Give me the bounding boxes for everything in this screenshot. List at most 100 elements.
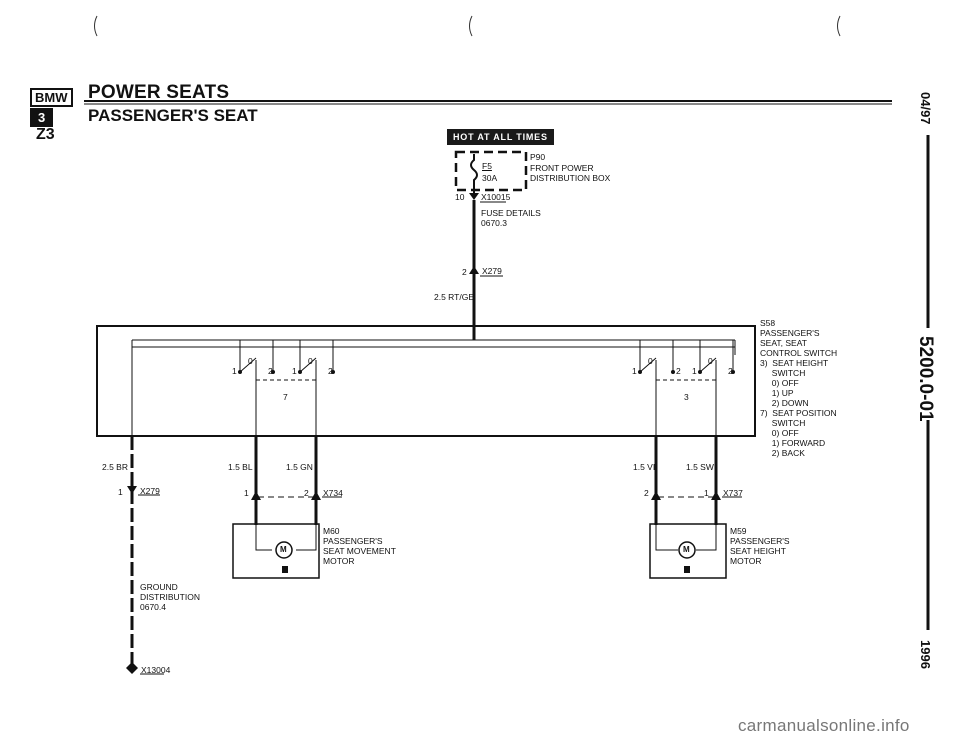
fuse-connector: X10015 [481, 192, 511, 202]
contact-pos-1: 1 [232, 366, 237, 376]
fuse-details-1: FUSE DETAILS [481, 208, 541, 218]
page-subtitle: PASSENGER'S SEAT [88, 106, 258, 125]
ground-distribution-2: DISTRIBUTION [140, 592, 200, 602]
switch-line: 1) FORWARD [760, 438, 826, 448]
motor-m59-id: M59 [730, 526, 747, 536]
switch-line: 3) SEAT HEIGHT [760, 358, 829, 368]
scan-mark [469, 15, 473, 37]
distribution-box-name-2: DISTRIBUTION BOX [530, 173, 611, 183]
motor-m60-ground [282, 566, 288, 573]
fuse-symbol [470, 154, 478, 196]
motor-m59-ground [684, 566, 690, 573]
contact-pos-2: 2 [728, 366, 733, 376]
ground-distribution-1: GROUND [140, 582, 178, 592]
motor-m60-connector: X734 [323, 488, 343, 498]
contact-pos-0: 0 [648, 356, 653, 366]
contact-pos-1: 1 [632, 366, 637, 376]
switch-group-position [238, 340, 335, 436]
bmw-logo: BMW [30, 88, 73, 107]
motor-m60-pin-b: 2 [304, 488, 309, 498]
power-distribution-box [454, 150, 528, 192]
splice-connector: X279 [482, 266, 502, 276]
motor-m59-name-2: SEAT HEIGHT [730, 546, 786, 556]
motor-m60-name-3: MOTOR [323, 556, 355, 566]
connector-x734-pin-1 [251, 491, 261, 500]
motor-m60-name-1: PASSENGER'S [323, 536, 383, 546]
ground-point-connector: X13004 [141, 665, 171, 675]
hot-at-all-times-label: HOT AT ALL TIMES [447, 129, 554, 145]
connector-x737-pin-1 [711, 491, 721, 500]
ground-distribution-3: 0670.4 [140, 602, 166, 612]
wire-label-vi: 1.5 VI [633, 462, 656, 472]
wire-label-sw: 1.5 SW [686, 462, 714, 472]
connector-x279-ground [127, 486, 137, 494]
motor-m59-symbol [678, 541, 696, 559]
ground-wire-label: 2.5 BR [102, 462, 128, 472]
motor-m60-symbol [275, 541, 293, 559]
switch-line: 1) UP [760, 388, 794, 398]
series-badge: 3 [30, 108, 54, 127]
fuse-rating: 30A [482, 173, 498, 183]
contact-pos-2: 2 [676, 366, 681, 376]
splice-pin: 2 [462, 267, 467, 277]
ground-point [126, 662, 138, 674]
connector-x737-pin-2 [651, 491, 661, 500]
distribution-box-name-1: FRONT POWER [530, 163, 594, 173]
contact-pos-0: 0 [248, 356, 253, 366]
switch-id: S58 [760, 318, 776, 328]
motor-m59-name-3: MOTOR [730, 556, 762, 566]
page-year: 1996 [918, 640, 933, 669]
motor-m60-pin-a: 1 [244, 488, 249, 498]
switch-line: SWITCH [760, 418, 806, 428]
motor-m59-symbol-label: M [683, 545, 690, 554]
page-number: 5200.0-01 [915, 336, 936, 422]
motor-m60-symbol-label: M [280, 545, 287, 554]
switch-line: 0) OFF [760, 428, 799, 438]
ground-connector-pin: 1 [118, 487, 123, 497]
wire-label-gn: 1.5 GN [286, 462, 313, 472]
contact-pos-0: 0 [708, 356, 713, 366]
contact-pos-1: 1 [692, 366, 697, 376]
motor-m59-pin-a: 2 [644, 488, 649, 498]
fuse-pin: 10 [455, 192, 465, 202]
fuse-id: F5 [482, 161, 492, 171]
switch-line: 2) BACK [760, 448, 805, 458]
switch-line: CONTROL SWITCH [760, 348, 838, 358]
distribution-box-id: P90 [530, 152, 546, 162]
feed-wire-label: 2.5 RT/GE [434, 292, 474, 302]
switch-group-height [638, 340, 735, 436]
motor-m60-name-2: SEAT MOVEMENT [323, 546, 396, 556]
connector-x10015 [469, 193, 479, 200]
switch-line: 2) DOWN [760, 398, 809, 408]
page-date: 04/97 [918, 92, 933, 125]
switch-housing [96, 325, 756, 437]
motor-m59-connector: X737 [723, 488, 743, 498]
ground-connector: X279 [140, 486, 160, 496]
contact-pos-0: 0 [308, 356, 313, 366]
wire-label-bl: 1.5 BL [228, 462, 253, 472]
switch-group-number-3: 3 [684, 392, 689, 402]
motor-m59-name-1: PASSENGER'S [730, 536, 790, 546]
motor-m59-pin-b: 1 [704, 488, 709, 498]
contact-pos-1: 1 [292, 366, 297, 376]
switch-line: PASSENGER'S [760, 328, 820, 338]
switch-line: 7) SEAT POSITION [760, 408, 837, 418]
contact-pos-2: 2 [268, 366, 273, 376]
switch-line: SWITCH [760, 368, 806, 378]
connector-x734-pin-2 [311, 491, 321, 500]
switch-line: 0) OFF [760, 378, 799, 388]
scan-mark [94, 15, 98, 37]
switch-legend: S58 PASSENGER'S SEAT, SEAT CONTROL SWITC… [760, 318, 837, 458]
watermark: carmanualsonline.info [738, 716, 910, 735]
motor-m60-id: M60 [323, 526, 340, 536]
contact-pos-2: 2 [328, 366, 333, 376]
motor-m59-housing [649, 523, 727, 579]
fuse-details-2: 0670.3 [481, 218, 507, 228]
page-title: POWER SEATS [88, 82, 230, 103]
motor-m60-housing [232, 523, 320, 579]
scan-mark [837, 15, 841, 37]
switch-group-number-7: 7 [283, 392, 288, 402]
connector-x279 [469, 266, 479, 274]
model-label: Z3 [36, 126, 55, 143]
